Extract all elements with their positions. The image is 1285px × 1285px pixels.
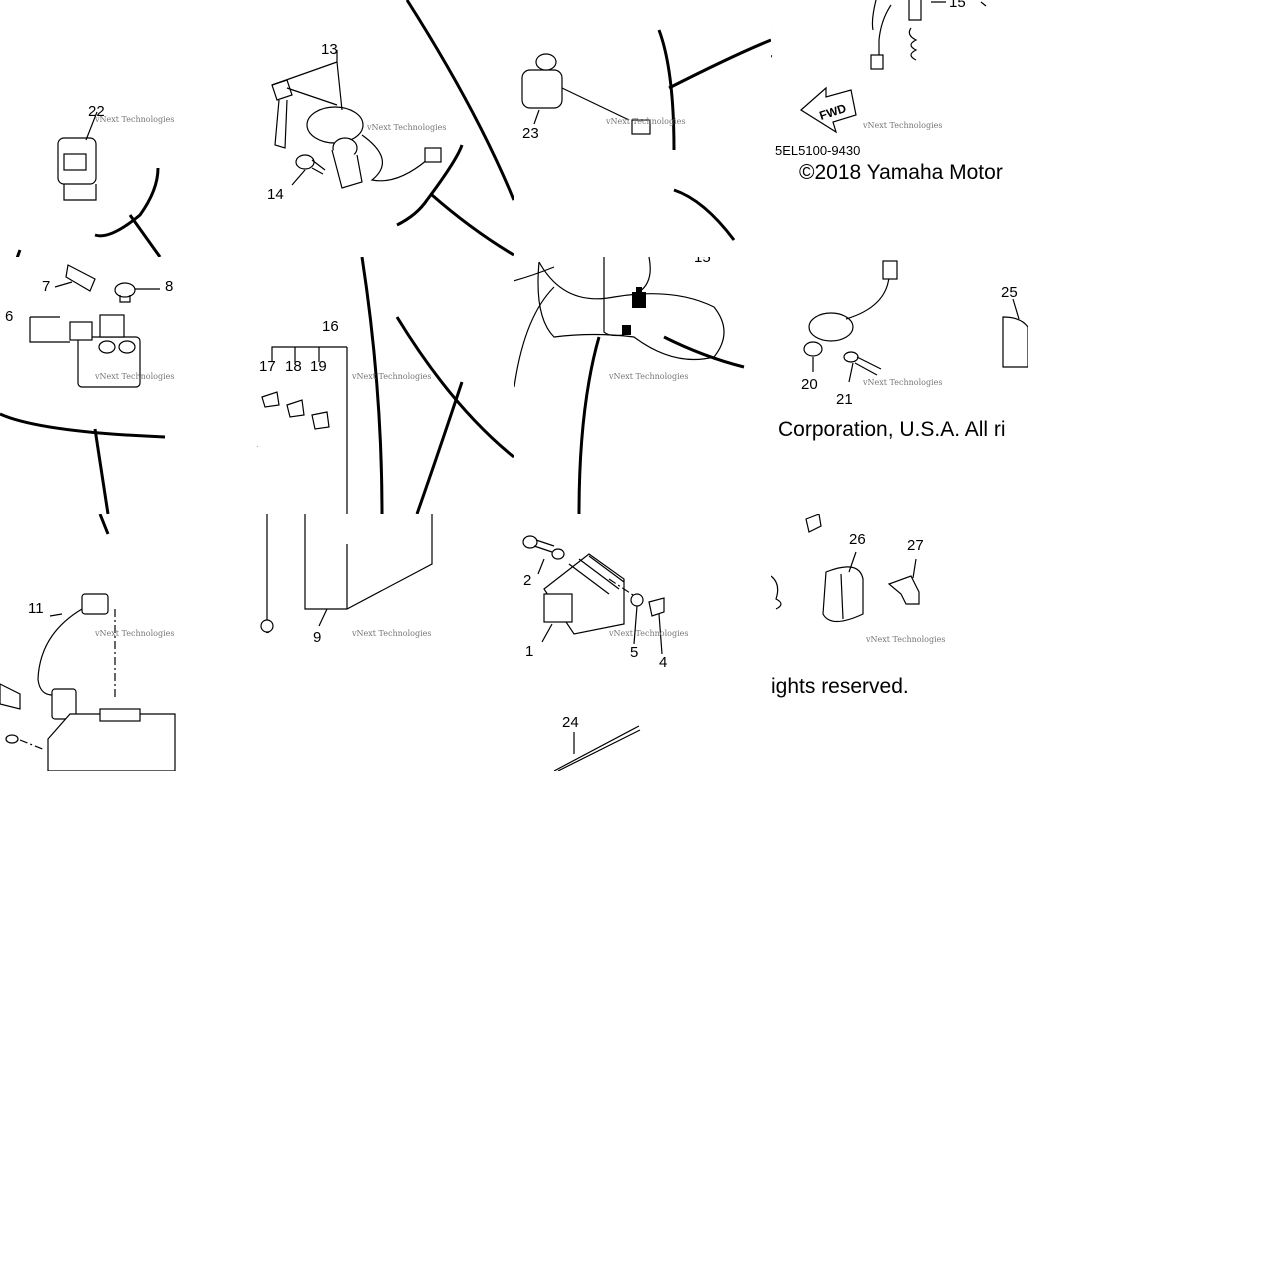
sensor-23 [521, 53, 651, 135]
callout-13: 13 [321, 41, 338, 58]
tile-rectifier: 2 1 5 4 24 vNext Technologies [514, 514, 771, 771]
watermark: vNext Technologies [608, 629, 688, 638]
watermark: vNext Technologies [351, 629, 431, 638]
callout-1: 1 [525, 643, 533, 660]
tile-top-right: 15 FWD vNext Technologies 5EL5100-9430 ©… [771, 0, 1028, 257]
fuse-7 [65, 264, 96, 292]
tile-left-starter-relay: 6 7 8 vNext Technologies [0, 257, 257, 514]
callout-18: 18 [285, 358, 302, 375]
screw-21 [843, 351, 882, 376]
callout-21: 21 [836, 391, 853, 408]
tile-lower-left-battery: 11 vNext Technologies [0, 514, 257, 771]
watermark: vNext Technologies [94, 372, 174, 381]
watermark: vNext Technologies [862, 121, 942, 130]
tile-top-left: 22 vNext Technologies [0, 0, 257, 257]
watermark: vNext Technologies [862, 378, 942, 387]
battery [47, 708, 176, 771]
watermark: vNext Technologies [94, 629, 174, 638]
callout-15-center: 15 [694, 257, 711, 266]
callout-6: 6 [5, 308, 13, 325]
tile-battery-case: 10 9 vNext Technologies [257, 514, 514, 771]
band-24 [553, 725, 641, 771]
copyright-line-1: ©2018 Yamaha Motor [799, 161, 1003, 184]
watermark: vNext Technologies [351, 372, 431, 381]
copyright-line-2: Corporation, U.S.A. All ri [778, 418, 1006, 441]
callout-16: 16 [322, 318, 339, 335]
callout-14: 14 [267, 186, 284, 203]
spark-plug-cap [908, 0, 922, 61]
tile-center-harness: 15 vNext Technologies 28 12 [514, 257, 771, 514]
callout-27: 27 [907, 537, 924, 554]
clamp-26 [822, 566, 864, 623]
callout-20: 20 [801, 376, 818, 393]
watermark: vNext Technologies [608, 372, 688, 381]
callout-22: 22 [88, 103, 105, 120]
fuse-19 [311, 411, 330, 430]
callout-26: 26 [849, 531, 866, 548]
cap-8 [114, 282, 136, 303]
nut-4 [648, 597, 665, 617]
watermark: vNext Technologies [865, 635, 945, 644]
starter-relay-6 [69, 314, 141, 388]
clamp-27 [887, 575, 920, 605]
callout-17: 17 [259, 358, 276, 375]
callout-11: 11 [28, 600, 44, 617]
callout-15-top: 15 [949, 0, 966, 11]
callout-8: 8 [165, 278, 173, 295]
watermark: vNext Technologies [605, 117, 685, 126]
bolt-2 [522, 535, 555, 553]
rectifier-1 [543, 553, 625, 635]
callout-7: 7 [42, 278, 50, 295]
tile-top-key-switch: 13 14 vNext Technologies [257, 0, 514, 257]
fuse-18 [286, 399, 305, 418]
watermark: vNext Technologies [366, 123, 446, 132]
callout-9: 9 [313, 629, 321, 646]
fuse-17 [261, 391, 280, 408]
fwd-arrow: FWD [800, 86, 857, 134]
key-13 [271, 79, 338, 149]
copyright-line-3: ights reserved. [771, 675, 909, 698]
battery-lead-11 [37, 593, 116, 720]
tile-battery-fuses: 16 17 18 19 vNext Technologies [257, 257, 514, 514]
watermark: vNext Technologies [94, 115, 174, 124]
neutral-switch-20 [803, 260, 898, 357]
relay-22 [57, 137, 97, 201]
diagram-code: 5EL5100-9430 [775, 143, 860, 158]
screw-14 [295, 154, 326, 175]
tile-right-sensor: 3 20 21 25 vNext Technologies Corporatio… [771, 257, 1028, 514]
callout-25: 25 [1001, 284, 1018, 301]
callout-2: 2 [523, 572, 531, 589]
callout-24: 24 [562, 714, 579, 731]
main-switch-13 [306, 106, 442, 189]
callout-23: 23 [522, 125, 539, 142]
tile-clamps: 26 27 vNext Technologies ights reserved. [771, 514, 1028, 771]
clamp-25 [1002, 316, 1028, 368]
callout-4: 4 [659, 654, 667, 671]
tile-top-sensor: 23 vNext Technologies [514, 0, 771, 257]
callout-5: 5 [630, 644, 638, 661]
callout-19: 19 [310, 358, 327, 375]
